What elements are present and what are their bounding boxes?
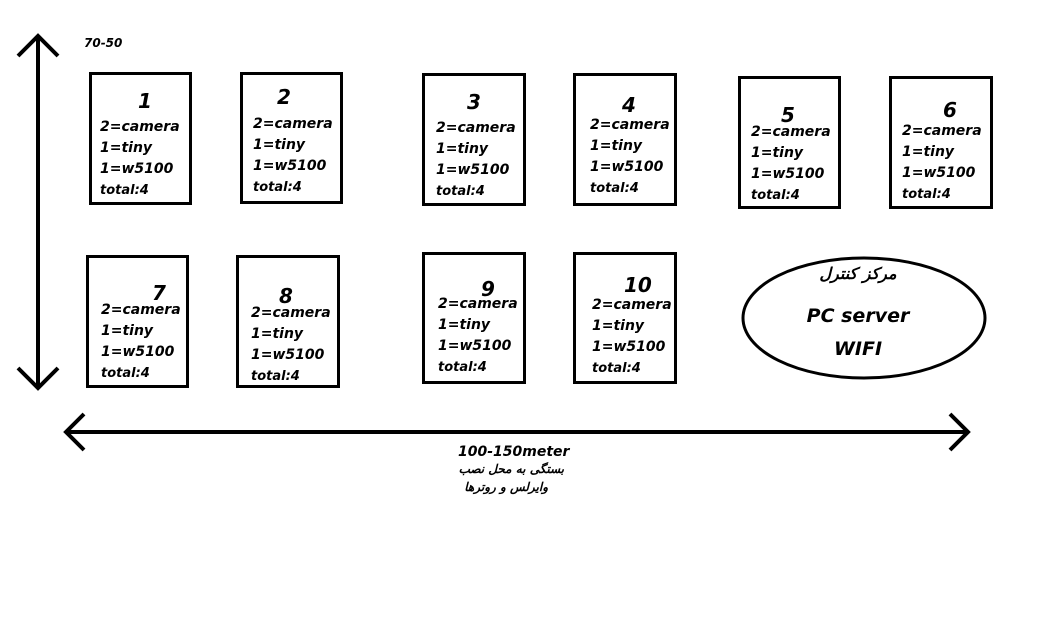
horizontal-arrow-head-left — [63, 412, 86, 452]
station-number: 10 — [624, 273, 652, 297]
station-box-4: 4 2=camera 1=tiny 1=w5100 total:4 — [573, 73, 677, 206]
station-cameras: 2=camera — [592, 297, 672, 313]
station-details: 2=camera 1=tiny 1=w5100 total:4 — [590, 115, 670, 199]
station-box-8: 8 2=camera 1=tiny 1=w5100 total:4 — [236, 255, 340, 388]
station-number: 6 — [943, 98, 957, 122]
control-center-line-1: PC server — [806, 305, 910, 327]
station-total: total:4 — [438, 360, 487, 375]
station-cameras: 2=camera — [100, 119, 180, 135]
vertical-dimension-label: 70-50 — [84, 36, 123, 50]
station-number: 7 — [152, 281, 166, 305]
station-box-5: 5 2=camera 1=tiny 1=w5100 total:4 — [738, 76, 841, 209]
horizontal-arrow-head-right — [948, 412, 971, 452]
station-box-2: 2 2=camera 1=tiny 1=w5100 total:4 — [240, 72, 343, 204]
station-total: total:4 — [902, 187, 951, 202]
station-total: total:4 — [251, 369, 300, 384]
station-w5100: 1=w5100 — [751, 166, 825, 182]
station-number: 5 — [781, 103, 795, 127]
station-total: total:4 — [253, 180, 302, 195]
horizontal-dimension-note-2: وایرلس و روترها — [464, 480, 548, 494]
station-number: 9 — [481, 277, 495, 301]
station-w5100: 1=w5100 — [592, 339, 666, 355]
station-box-6: 6 2=camera 1=tiny 1=w5100 total:4 — [889, 76, 993, 209]
vertical-arrow-head-top — [16, 33, 60, 58]
station-number: 3 — [467, 90, 481, 114]
station-w5100: 1=w5100 — [100, 161, 174, 177]
station-details: 2=camera 1=tiny 1=w5100 total:4 — [251, 303, 331, 387]
station-total: total:4 — [592, 361, 641, 376]
station-tiny: 1=tiny — [251, 326, 304, 342]
control-center-title: مرکز کنترل — [819, 264, 897, 283]
station-box-1: 1 2=camera 1=tiny 1=w5100 total:4 — [89, 72, 192, 205]
station-box-10: 10 2=camera 1=tiny 1=w5100 total:4 — [573, 252, 677, 384]
station-w5100: 1=w5100 — [902, 165, 976, 181]
station-details: 2=camera 1=tiny 1=w5100 total:4 — [436, 118, 516, 202]
station-box-3: 3 2=camera 1=tiny 1=w5100 total:4 — [422, 73, 526, 206]
station-cameras: 2=camera — [251, 305, 331, 321]
horizontal-dimension-note-1: بستگی به محل نصب — [458, 462, 564, 476]
station-tiny: 1=tiny — [590, 138, 643, 154]
station-w5100: 1=w5100 — [590, 159, 664, 175]
station-w5100: 1=w5100 — [251, 347, 325, 363]
station-details: 2=camera 1=tiny 1=w5100 total:4 — [902, 121, 982, 205]
horizontal-dimension-label: 100-150meter — [458, 444, 570, 460]
station-tiny: 1=tiny — [438, 317, 491, 333]
station-details: 2=camera 1=tiny 1=w5100 total:4 — [438, 294, 518, 378]
station-w5100: 1=w5100 — [438, 338, 512, 354]
vertical-arrow-head-bottom — [16, 366, 60, 391]
station-details: 2=camera 1=tiny 1=w5100 total:4 — [101, 300, 181, 384]
control-center-ellipse — [741, 256, 987, 380]
station-cameras: 2=camera — [101, 302, 181, 318]
station-number: 2 — [277, 85, 291, 109]
station-w5100: 1=w5100 — [253, 158, 327, 174]
station-number: 8 — [279, 284, 293, 308]
station-number: 4 — [622, 93, 636, 117]
station-tiny: 1=tiny — [436, 141, 489, 157]
station-tiny: 1=tiny — [592, 318, 645, 334]
station-total: total:4 — [436, 184, 485, 199]
station-tiny: 1=tiny — [101, 323, 154, 339]
station-tiny: 1=tiny — [253, 137, 306, 153]
station-total: total:4 — [101, 366, 150, 381]
station-cameras: 2=camera — [590, 117, 670, 133]
station-total: total:4 — [100, 183, 149, 198]
control-center-line-2: WIFI — [833, 338, 883, 360]
station-details: 2=camera 1=tiny 1=w5100 total:4 — [100, 117, 180, 201]
station-total: total:4 — [590, 181, 639, 196]
station-tiny: 1=tiny — [751, 145, 804, 161]
station-cameras: 2=camera — [436, 120, 516, 136]
station-cameras: 2=camera — [253, 116, 333, 132]
station-details: 2=camera 1=tiny 1=w5100 total:4 — [592, 295, 672, 379]
station-number: 1 — [138, 89, 152, 113]
station-tiny: 1=tiny — [100, 140, 153, 156]
station-w5100: 1=w5100 — [436, 162, 510, 178]
station-cameras: 2=camera — [438, 296, 518, 312]
station-cameras: 2=camera — [902, 123, 982, 139]
station-tiny: 1=tiny — [902, 144, 955, 160]
station-box-9: 9 2=camera 1=tiny 1=w5100 total:4 — [422, 252, 526, 384]
station-box-7: 7 2=camera 1=tiny 1=w5100 total:4 — [86, 255, 189, 388]
station-total: total:4 — [751, 188, 800, 203]
station-details: 2=camera 1=tiny 1=w5100 total:4 — [253, 114, 333, 198]
station-details: 2=camera 1=tiny 1=w5100 total:4 — [751, 122, 831, 206]
station-w5100: 1=w5100 — [101, 344, 175, 360]
station-cameras: 2=camera — [751, 124, 831, 140]
